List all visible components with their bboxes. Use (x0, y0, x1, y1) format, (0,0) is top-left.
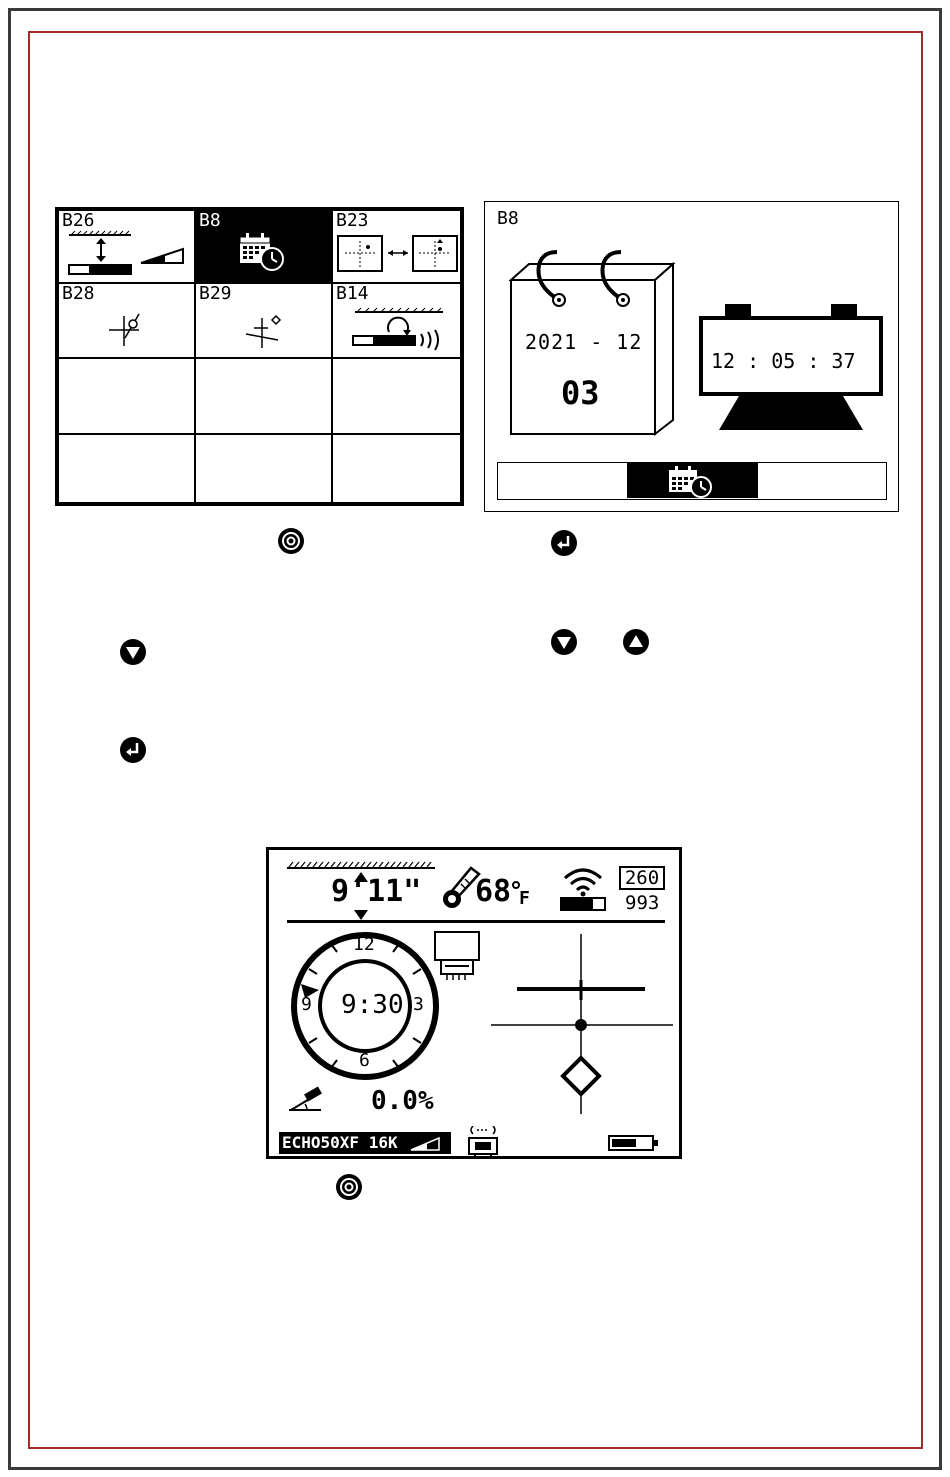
menu-cell-empty[interactable] (195, 434, 332, 503)
pitch-value: 0.0% (371, 1086, 434, 1116)
menu-cell-b23[interactable]: B23 (332, 210, 461, 283)
menu-cell-label: B28 (62, 284, 95, 304)
menu-cell-empty[interactable] (195, 358, 332, 434)
clock-time: 12 : 05 : 37 (711, 349, 856, 373)
menu-cell-label: B26 (62, 211, 95, 231)
menu-cell-empty[interactable] (58, 434, 195, 503)
dial-number-3: 3 (413, 994, 424, 1015)
menu-cell-b8[interactable]: B8 (195, 210, 332, 283)
enter-icon[interactable] (550, 529, 578, 557)
menu-cell-b29[interactable]: B29 (195, 283, 332, 358)
settings-icon[interactable] (335, 1173, 363, 1201)
date-time-tab[interactable] (627, 463, 758, 498)
target-locate-icon (236, 304, 296, 354)
status-bar: ECHO50XF 16K (279, 1132, 451, 1154)
dial-number-6: 6 (359, 1050, 370, 1071)
dial-number-12: 12 (353, 934, 375, 955)
menu-cell-b14[interactable]: B14 (332, 283, 461, 358)
date-time-tab-bar (497, 462, 887, 500)
calendar-year-month: 2021 - 12 (525, 330, 642, 354)
clock-position-value: 9:30 (341, 990, 404, 1020)
up-arrow-icon[interactable] (622, 628, 650, 656)
calendar-clock-icon (236, 231, 292, 273)
menu-cell-label: B29 (199, 284, 232, 304)
calendar-clock-icon (667, 465, 719, 499)
value-below: 993 (625, 892, 659, 914)
dial-number-9: 9 (301, 994, 312, 1015)
down-arrow-icon[interactable] (550, 628, 578, 656)
menu-cell-label: B14 (336, 284, 369, 304)
down-arrow-icon[interactable] (119, 638, 147, 666)
enter-icon[interactable] (119, 736, 147, 764)
wifi-signal-icon (557, 864, 613, 914)
menu-cell-label: B8 (199, 211, 221, 231)
menu-cell-label: B23 (336, 211, 369, 231)
signal-strength-icon (409, 1135, 447, 1152)
screen-title: B8 (497, 208, 519, 229)
header-divider (287, 920, 665, 923)
transmitter-status: ECHO50XF 16K (282, 1132, 398, 1154)
settings-icon[interactable] (277, 527, 305, 555)
calendar-day: 03 (561, 374, 600, 412)
temperature-unit: F (519, 888, 530, 909)
locate-screen: 9'11" 68 F 260 993 12 3 6 9 9:30 (266, 847, 682, 1159)
temperature-value: 68 (475, 874, 511, 909)
frequency-swap-icon (333, 233, 461, 279)
depth-signal-icon (333, 304, 461, 356)
depth-setting-icon (59, 229, 195, 283)
menu-grid: B26 B8 (55, 207, 464, 506)
target-steer-icon (99, 304, 159, 354)
menu-cell-empty[interactable] (58, 358, 195, 434)
menu-cell-empty[interactable] (332, 358, 461, 434)
menu-cell-b26[interactable]: B26 (58, 210, 195, 283)
date-time-screen: B8 2021 - 12 03 12 : 05 : 37 (484, 201, 899, 512)
transmitter-link-icon (463, 1126, 503, 1159)
menu-cell-empty[interactable] (332, 434, 461, 503)
boxed-value: 260 (619, 866, 665, 890)
depth-value: 9'11" (331, 874, 421, 909)
locate-crosshair (489, 930, 675, 1116)
battery-icon (607, 1134, 661, 1152)
pitch-icon (287, 1086, 327, 1112)
receiver-icon (433, 930, 483, 986)
menu-cell-b28[interactable]: B28 (58, 283, 195, 358)
